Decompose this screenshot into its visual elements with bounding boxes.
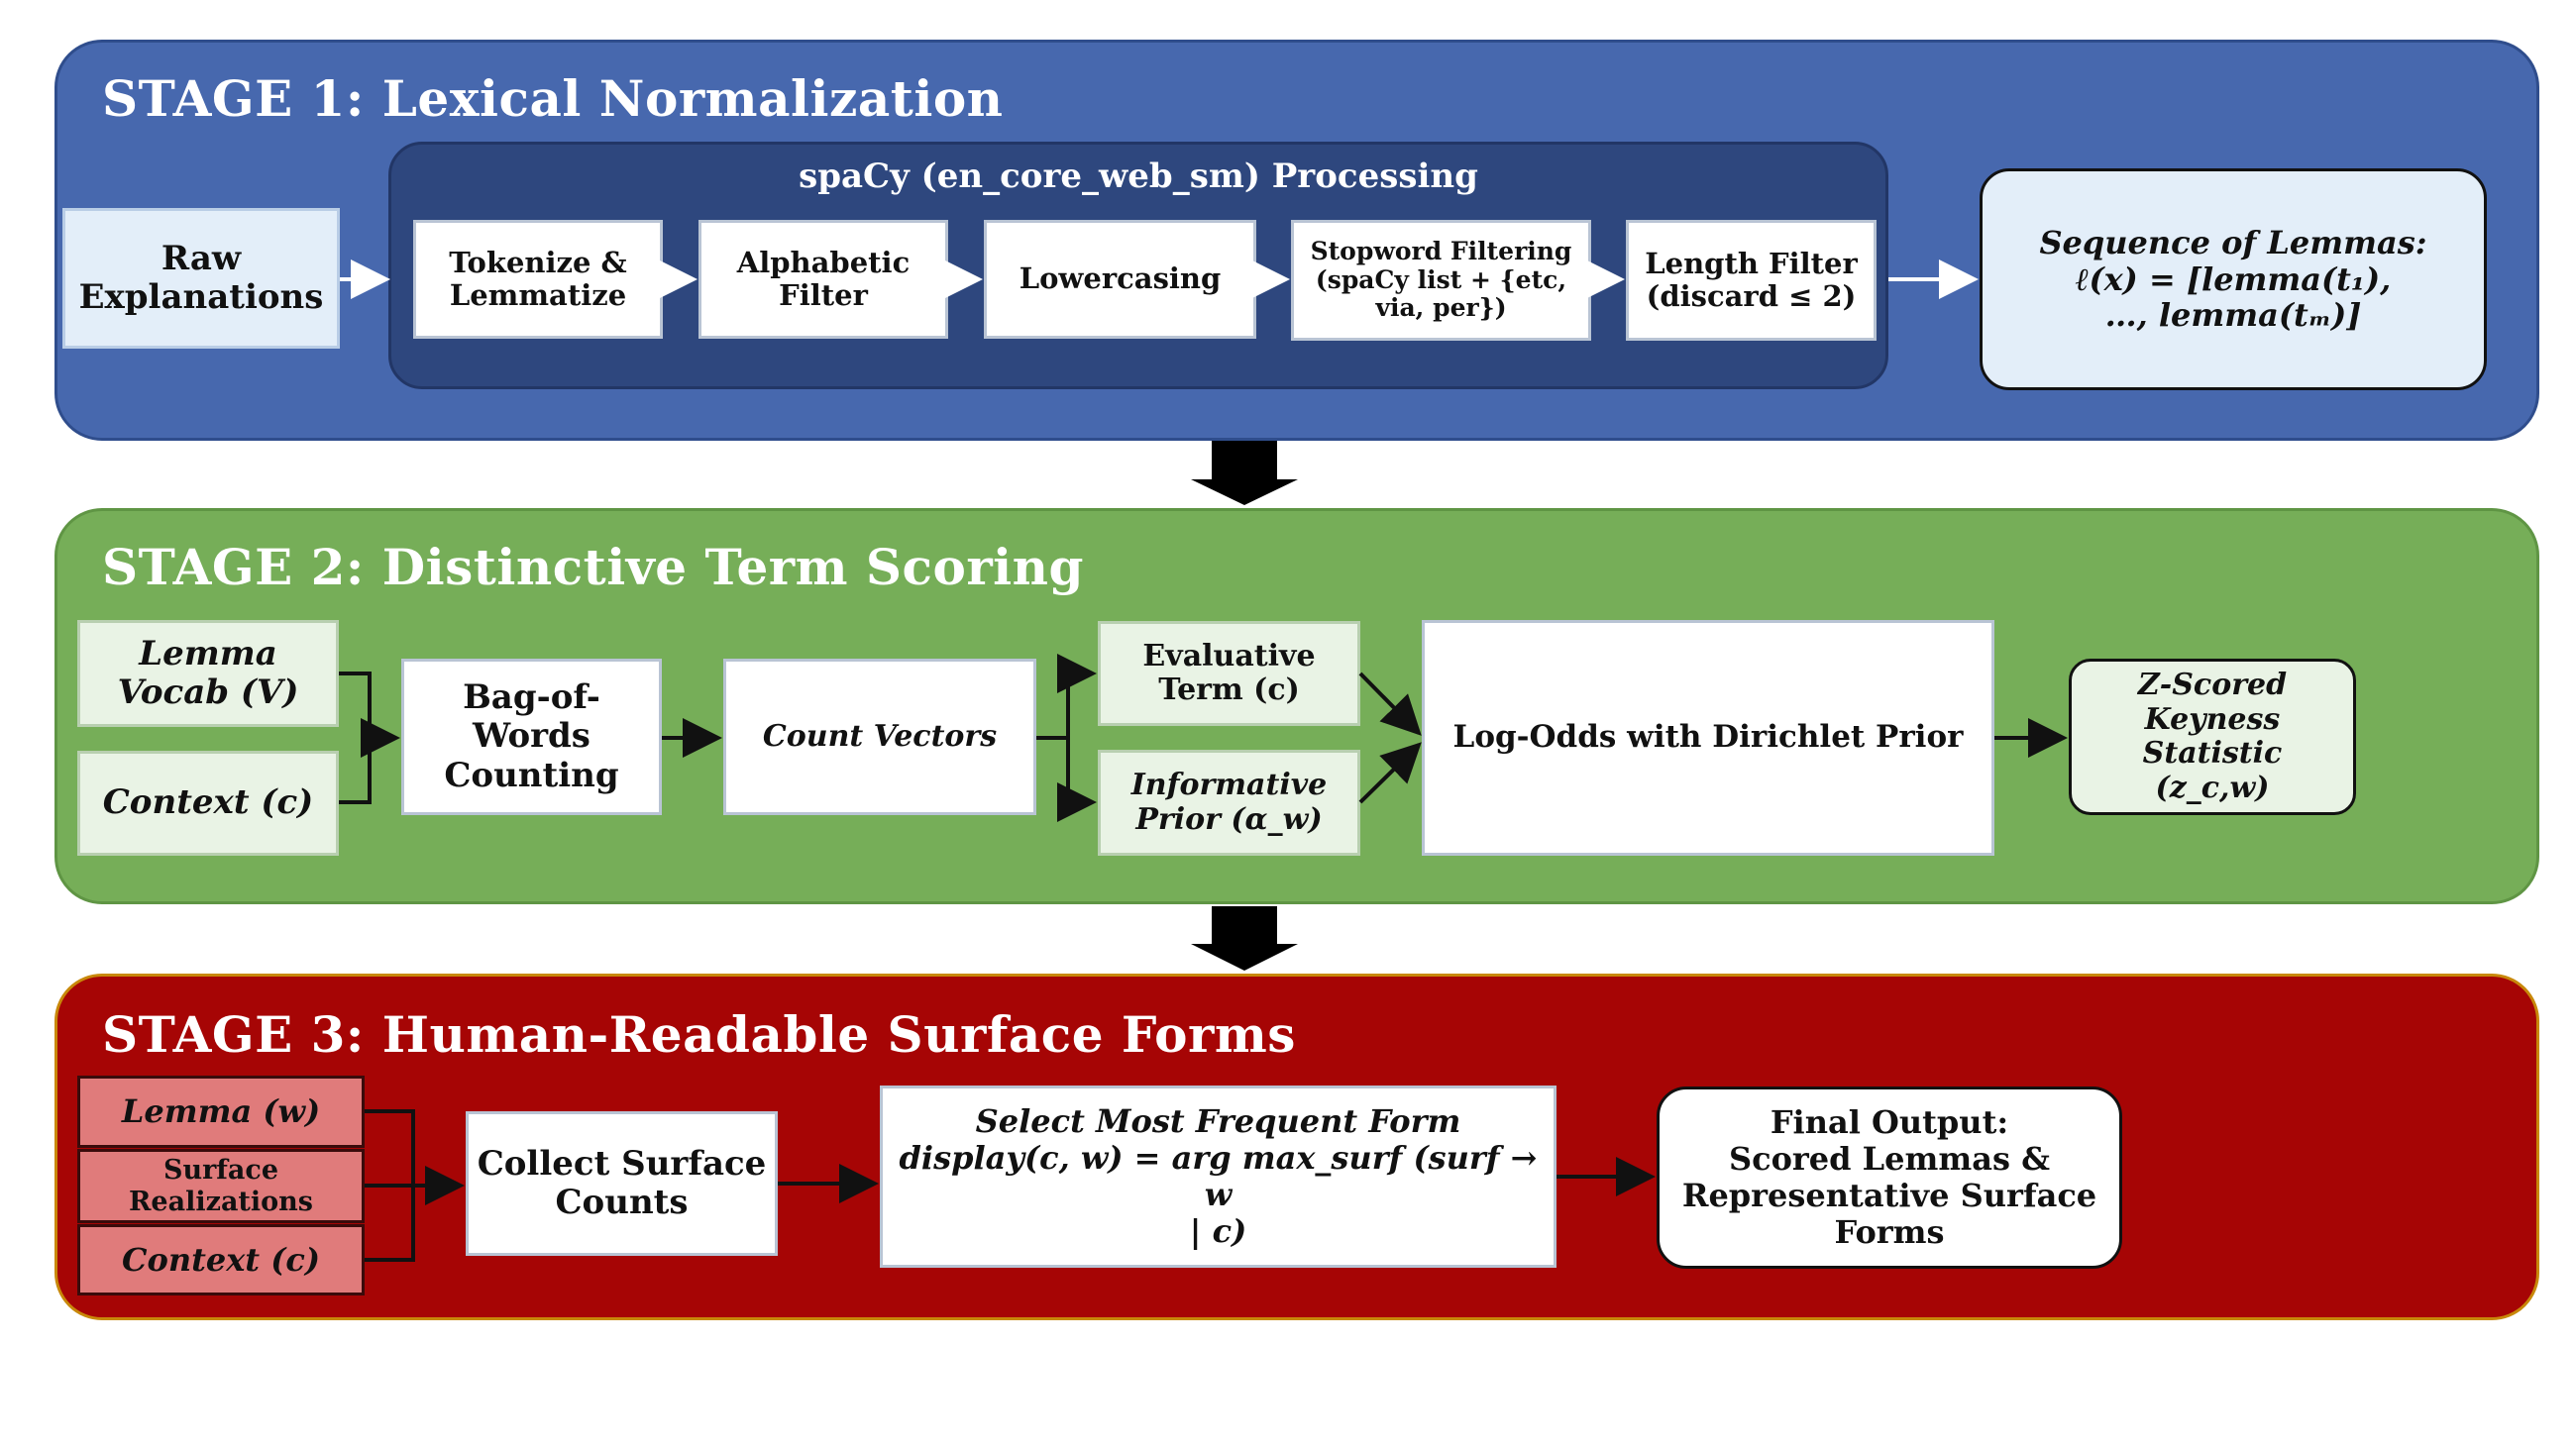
context-c-box: Context (c) bbox=[77, 1224, 365, 1295]
count-vectors-box: Count Vectors bbox=[723, 659, 1036, 815]
lemma-vocab-box: Lemma Vocab (V) bbox=[77, 620, 339, 727]
lowercasing-box: Lowercasing bbox=[984, 220, 1256, 339]
bag-of-words-box: Bag-of- Words Counting bbox=[401, 659, 662, 815]
evaluative-term-box: Evaluative Term (c) bbox=[1098, 621, 1360, 726]
final-output-box: Final Output: Scored Lemmas & Representa… bbox=[1657, 1087, 2122, 1269]
spacy-group-title: spaCy (en_core_web_sm) Processing bbox=[799, 156, 1478, 196]
lemma-w-box: Lemma (w) bbox=[77, 1076, 365, 1148]
raw-explanations-box: Raw Explanations bbox=[62, 208, 340, 349]
stopword-filtering-box: Stopword Filtering (spaCy list + {etc, v… bbox=[1291, 220, 1591, 341]
down-arrow-stage1-to-stage2 bbox=[1191, 441, 1298, 505]
surface-realizations-box: Surface Realizations bbox=[77, 1149, 365, 1223]
down-arrow-stage2-to-stage3 bbox=[1191, 906, 1298, 971]
stage1-title: STAGE 1: Lexical Normalization bbox=[102, 69, 1004, 128]
stage2-title: STAGE 2: Distinctive Term Scoring bbox=[102, 538, 1084, 596]
tokenize-lemmatize-box: Tokenize & Lemmatize bbox=[413, 220, 663, 339]
context-box: Context (c) bbox=[77, 751, 339, 856]
stage3-title: STAGE 3: Human-Readable Surface Forms bbox=[102, 1005, 1296, 1064]
z-scored-keyness-output: Z-Scored Keyness Statistic (z_c,w) bbox=[2069, 659, 2356, 815]
log-odds-box: Log-Odds with Dirichlet Prior bbox=[1422, 620, 1994, 856]
merge-bracket-inputs bbox=[339, 672, 372, 804]
informative-prior-box: Informative Prior (α_w) bbox=[1098, 750, 1360, 856]
select-most-frequent-form-box: Select Most Frequent Form display(c, w) … bbox=[880, 1086, 1556, 1268]
length-filter-box: Length Filter (discard ≤ 2) bbox=[1626, 220, 1877, 341]
arrow-evaluative-to-logodds bbox=[1358, 672, 1422, 736]
collect-surface-counts-box: Collect Surface Counts bbox=[466, 1111, 778, 1256]
sequence-of-lemmas-output: Sequence of Lemmas: ℓ(x) = [lemma(t₁), …… bbox=[1980, 168, 2487, 390]
arrow-prior-to-logodds bbox=[1358, 742, 1422, 804]
